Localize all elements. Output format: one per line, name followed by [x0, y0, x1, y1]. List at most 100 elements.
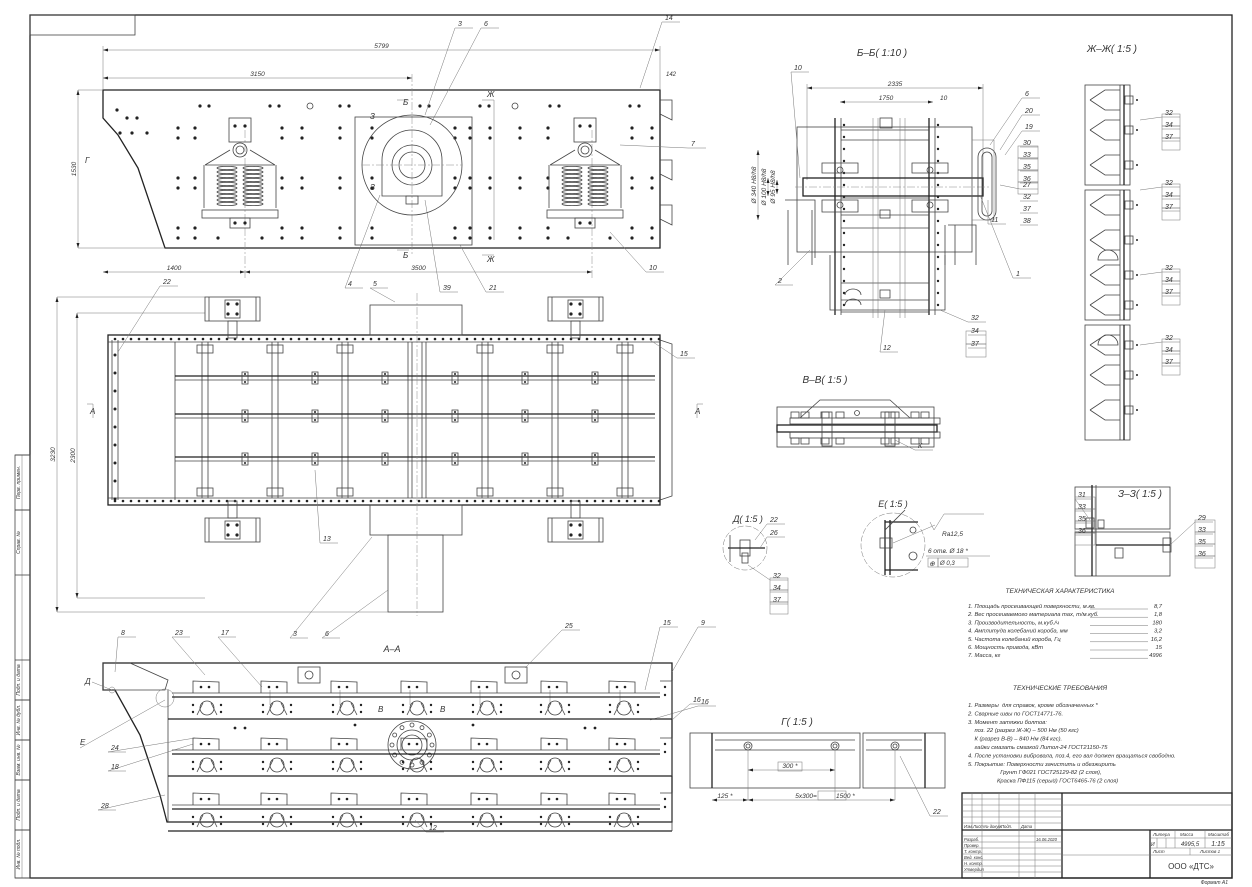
callout-number: 32: [1165, 180, 1173, 187]
bolt-hole: [401, 710, 405, 714]
title-block-header: Лист: [972, 824, 984, 829]
bolt-hole: [176, 236, 180, 240]
bolt-hole: [359, 767, 363, 771]
bolt-hole: [216, 236, 220, 240]
line: [894, 439, 916, 451]
bolt-hole: [585, 337, 589, 341]
bolt-hole: [842, 135, 846, 139]
rect: [381, 409, 389, 423]
circle: [830, 741, 840, 751]
bolt-hole: [207, 742, 211, 746]
line: [671, 626, 699, 673]
callout-number: 32: [1023, 194, 1031, 201]
bolt-hole: [497, 499, 501, 503]
bolt-hole: [578, 221, 582, 225]
bolt-hole: [608, 815, 612, 819]
hoop: [844, 288, 862, 296]
bolt-hole: [113, 425, 117, 429]
section-marker: В: [378, 705, 384, 714]
bolt-hole: [485, 685, 489, 689]
support-foot-2: [547, 296, 604, 339]
bolt-hole: [1136, 374, 1138, 376]
outline: [785, 199, 816, 265]
circle: [511, 670, 521, 680]
dim-arrow: [766, 178, 770, 196]
spring-coil: [216, 197, 238, 202]
bolt-hole: [219, 767, 223, 771]
line: [266, 759, 274, 773]
outline: [944, 224, 977, 265]
rect: [1161, 207, 1181, 221]
bolt-hole: [663, 750, 667, 754]
bolt-hole: [409, 499, 413, 503]
bolt-hole: [401, 767, 405, 771]
bolt-hole: [593, 337, 597, 341]
bolt-hole: [630, 236, 634, 240]
bolt-hole: [199, 742, 203, 746]
bolt-hole: [488, 186, 492, 190]
bolt-hole: [468, 136, 472, 140]
section-title: В–В( 1:5 ): [802, 375, 847, 386]
callout-number: 15: [680, 351, 688, 358]
bolt-hole: [385, 499, 389, 503]
line: [350, 814, 358, 828]
spring-coil: [216, 185, 238, 190]
callout-number: 37: [1165, 359, 1174, 366]
circle: [616, 757, 632, 773]
bolt-hole: [429, 822, 433, 826]
bolt-hole: [193, 186, 197, 190]
line: [429, 27, 482, 126]
spring-coil: [587, 165, 609, 170]
bolt-hole: [842, 159, 846, 163]
rect: [796, 126, 973, 253]
scale-value: 1:15: [1211, 841, 1225, 848]
format-label: Формат А1: [1201, 880, 1229, 886]
bolt-hole: [337, 337, 341, 341]
bolt-hole: [518, 186, 522, 190]
line: [613, 814, 621, 828]
rect: [204, 517, 261, 543]
rect: [227, 320, 238, 339]
bolt-hole: [465, 499, 469, 503]
tech-req-line: Краска ПФ115 (серый) ГОСТ6465-76 (2 слоя…: [968, 778, 1118, 785]
bolt-hole: [345, 337, 349, 341]
circle: [908, 551, 918, 561]
line: [280, 759, 288, 773]
side-strip-label: Взам. инв. №: [16, 744, 22, 776]
roughness-note: Ra12,5: [942, 531, 963, 538]
line: [939, 309, 969, 323]
bolt-hole: [636, 703, 640, 707]
bolt-hole: [609, 499, 613, 503]
rect: [297, 666, 321, 684]
circle: [392, 732, 398, 738]
line: [196, 759, 204, 773]
dimension: Ø 100 H8/h8: [761, 168, 768, 206]
bolt-hole: [273, 499, 277, 503]
circle: [547, 757, 563, 773]
rect: [196, 487, 214, 497]
rect: [229, 217, 251, 229]
bolt-hole: [241, 337, 245, 341]
line: [424, 199, 441, 293]
bolt-hole: [260, 236, 264, 240]
bolt-hole: [407, 685, 411, 689]
bolt-hole: [1136, 239, 1138, 241]
bolt-hole: [226, 533, 230, 537]
bolt-hole: [314, 462, 316, 464]
spring-coil: [561, 201, 583, 206]
bolt-hole: [384, 411, 386, 413]
rect: [769, 601, 789, 615]
callout-number: 29: [1197, 515, 1206, 522]
bolt-hole: [417, 499, 421, 503]
bolt-hole: [338, 126, 342, 130]
bolt-hole: [545, 499, 549, 503]
outline: [884, 509, 906, 531]
outline: [260, 680, 288, 693]
bolt-hole: [518, 136, 522, 140]
bolt-hole: [161, 337, 165, 341]
rect: [910, 437, 920, 445]
bolt-hole: [370, 236, 374, 240]
callout-number: 36: [1198, 551, 1206, 558]
rect: [311, 371, 319, 385]
